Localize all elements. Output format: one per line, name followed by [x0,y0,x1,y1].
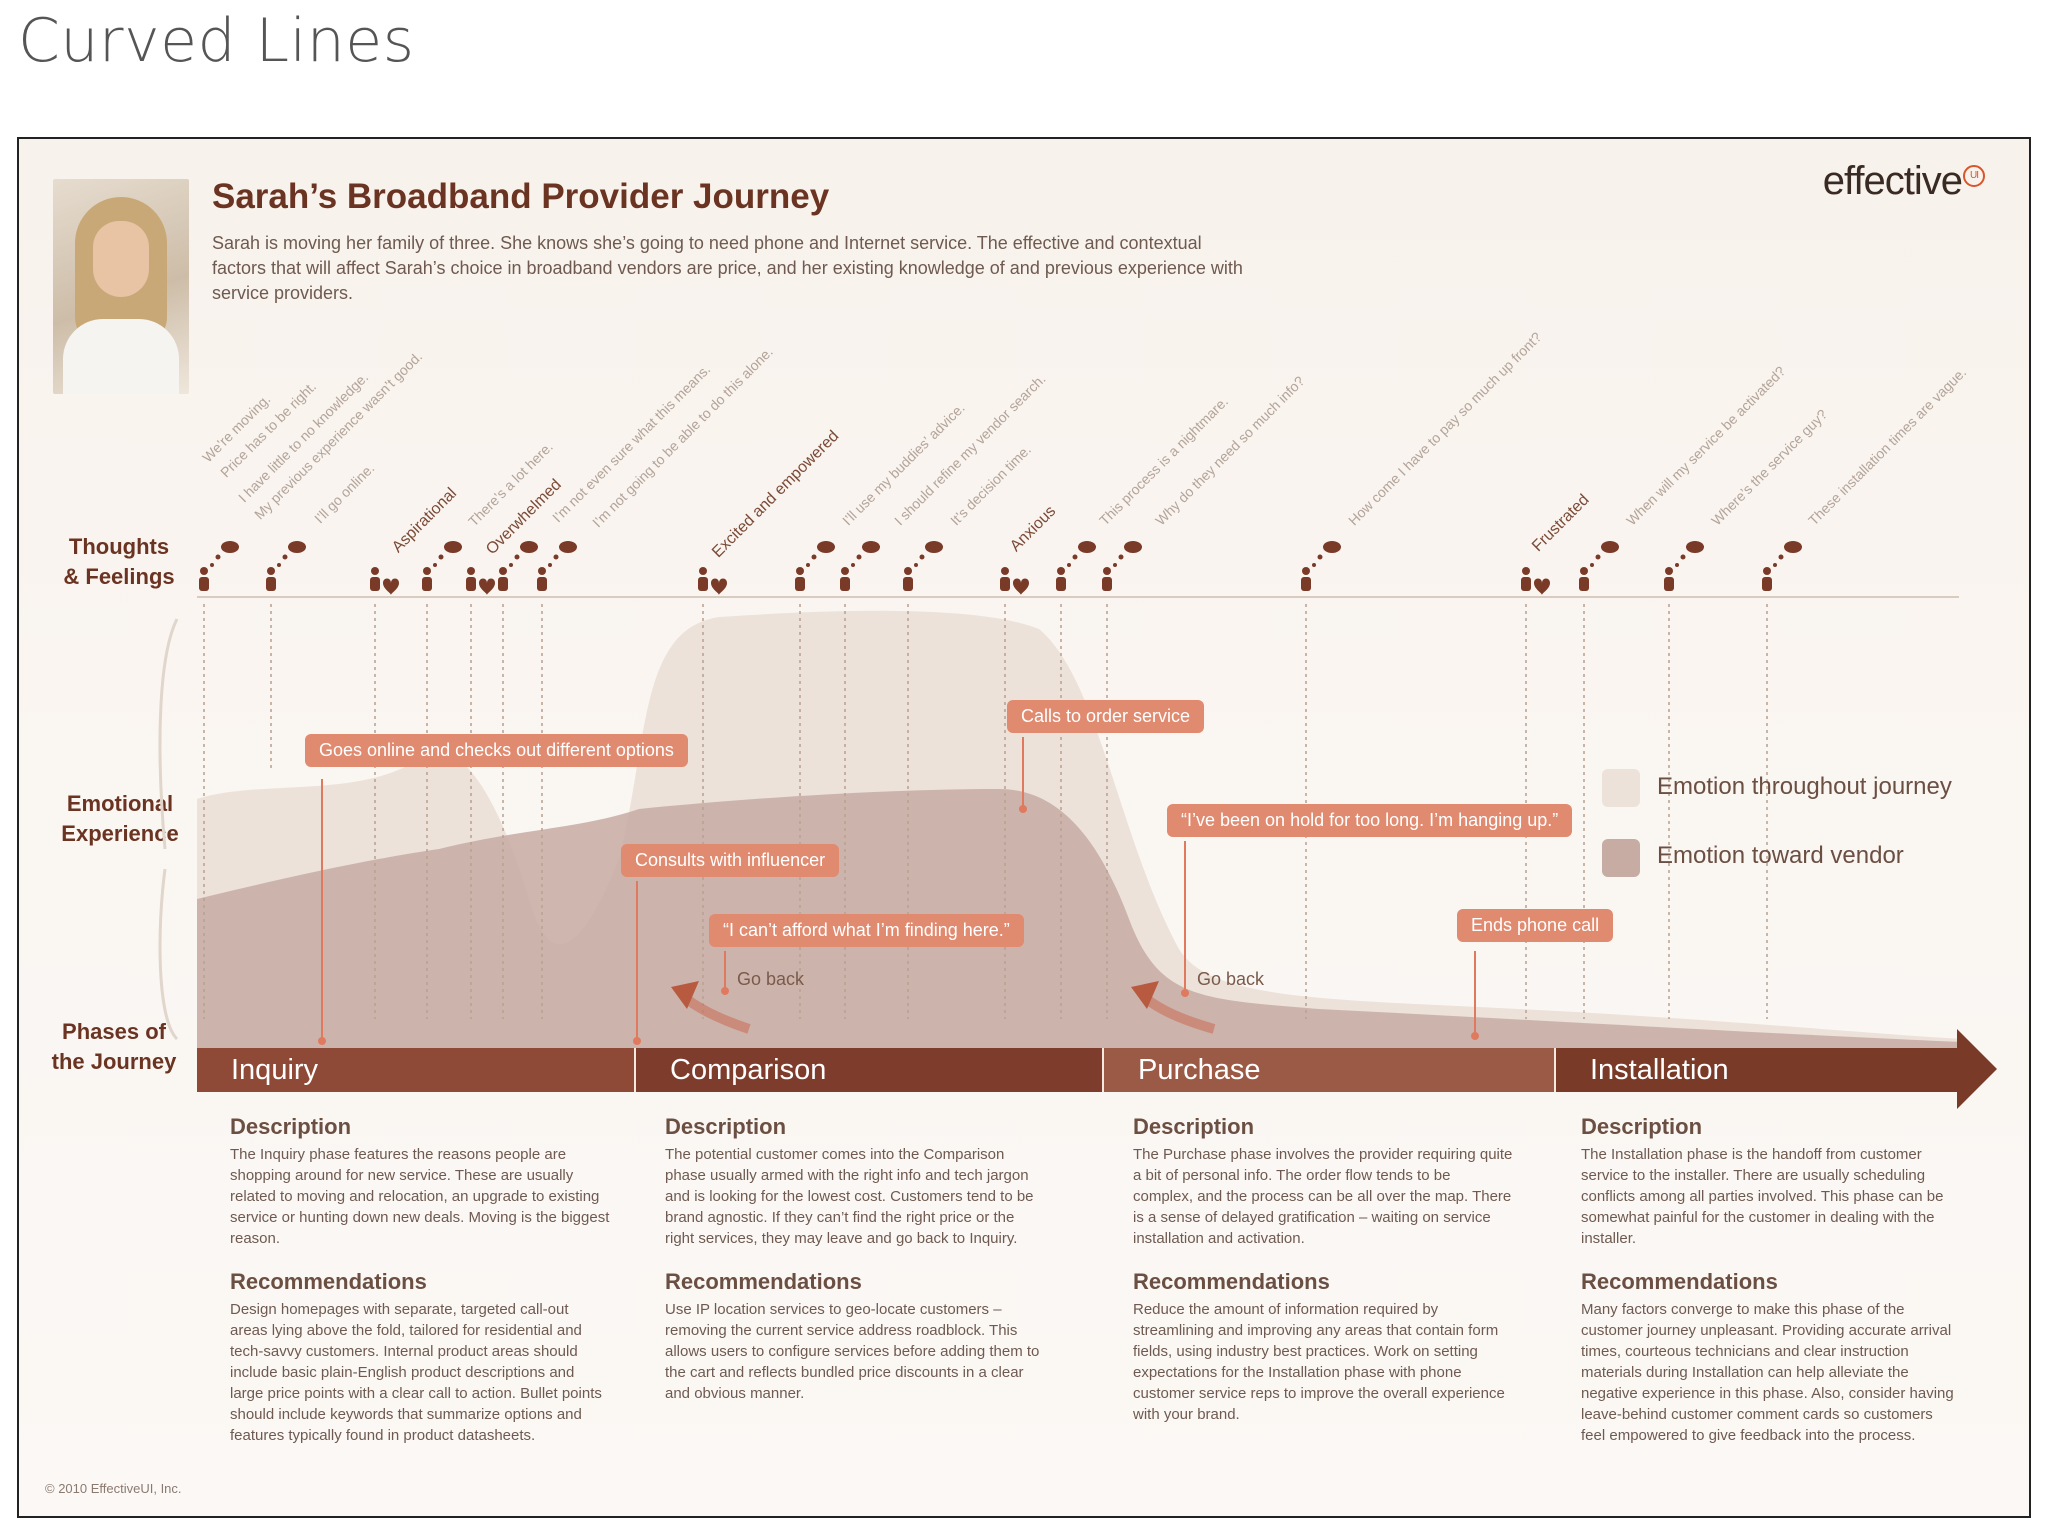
copyright: © 2010 EffectiveUI, Inc. [45,1481,182,1496]
recommendations-heading: Recommendations [1581,1269,1778,1294]
go-back-label: Go back [1197,969,1265,989]
bracket [158,618,179,850]
recommendations-text: Use IP location services to geo-locate c… [665,1301,1040,1402]
callout-on-hold: “I’ve been on hold for too long. I’m han… [1167,804,1573,837]
phase-column-installation: Description The Installation phase is th… [1581,1114,1961,1466]
recommendations-heading: Recommendations [665,1269,862,1294]
description-heading: Description [230,1114,352,1139]
phase-comparison: Comparison [634,1048,1102,1092]
phase-purchase: Purchase [1102,1048,1554,1092]
person-icons [199,541,1802,595]
legend-swatch-journey [1602,769,1640,807]
row-label-thoughts: Thoughts & Feelings [63,534,175,589]
description-text: The Purchase phase involves the provider… [1133,1146,1513,1247]
recommendations-text: Reduce the amount of information require… [1133,1301,1505,1423]
recommendations-text: Design homepages with separate, targeted… [230,1301,602,1444]
phase-inquiry: Inquiry [197,1048,634,1092]
journey-map: Sarah’s Broadband Provider Journey Sarah… [17,137,2031,1518]
phase-column-purchase: Description The Purchase phase involves … [1133,1114,1513,1445]
description-heading: Description [1133,1114,1255,1139]
description-text: The Installation phase is the handoff fr… [1581,1146,1944,1247]
callout-cant-afford: “I can’t afford what I’m finding here.” [709,914,1024,947]
description-heading: Description [665,1114,787,1139]
legend-swatch-vendor [1602,839,1640,877]
row-label-phases: Phases of the Journey [51,1019,177,1074]
callout-calls-to-order: Calls to order service [1007,700,1205,733]
recommendations-text: Many factors converge to make this phase… [1581,1301,1954,1444]
logo-mark-icon: UI [1963,165,1985,187]
description-text: The potential customer comes into the Co… [665,1146,1034,1247]
go-back-label: Go back [737,969,805,989]
page-title: Curved Lines [18,6,415,76]
recommendations-heading: Recommendations [230,1269,427,1294]
journey-description: Sarah is moving her family of three. She… [212,233,1243,303]
callout-connectors [321,737,1476,1041]
description-heading: Description [1581,1114,1703,1139]
recommendations-heading: Recommendations [1133,1269,1330,1294]
legend-label-journey: Emotion throughout journey [1657,773,1952,800]
journey-arrow-head-icon [1957,1029,1997,1109]
thought-guides [203,604,1768,1019]
callout-consults: Consults with influencer [621,844,840,877]
persona-photo [53,179,189,394]
callout-ends-call: Ends phone call [1457,909,1614,942]
journey-title: Sarah’s Broadband Provider Journey [212,177,830,216]
callout-goes-online: Goes online and checks out different opt… [305,734,688,767]
phase-installation: Installation [1554,1048,1959,1092]
description-text: The Inquiry phase features the reasons p… [230,1146,610,1247]
phase-column-comparison: Description The potential customer comes… [665,1114,1045,1424]
legend-label-vendor: Emotion toward vendor [1657,842,1904,869]
row-label-emotional: Emotional Experience [61,791,179,846]
phase-column-inquiry: Description The Inquiry phase features t… [230,1114,610,1466]
